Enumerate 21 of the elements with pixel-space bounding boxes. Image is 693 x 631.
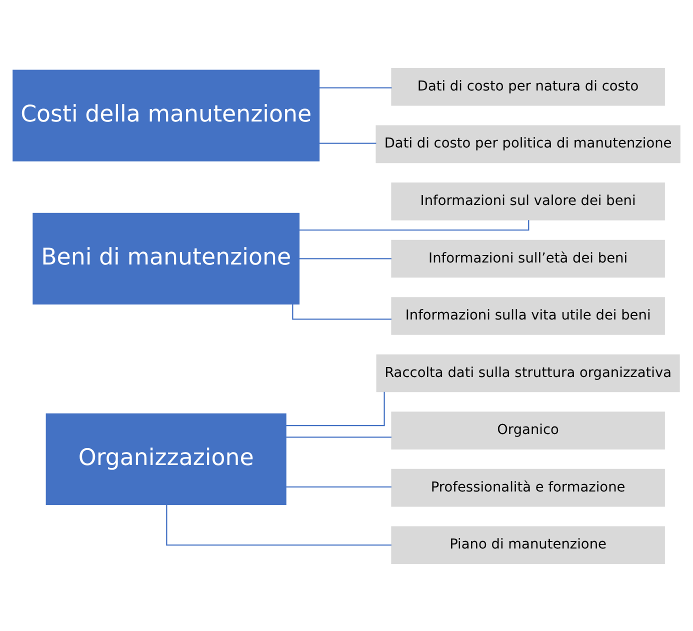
connector <box>319 142 376 144</box>
node-box: Informazioni sull’età dei beni <box>391 239 665 278</box>
connector <box>286 486 392 488</box>
node-box: Dati di costo per politica di manutenzione <box>376 124 680 163</box>
connector <box>319 86 392 88</box>
node-box: Raccolta dati sulla struttura organizzativa <box>376 354 680 392</box>
connector <box>299 258 392 259</box>
node-box: Dati di costo per natura di costo <box>391 68 665 106</box>
connector <box>292 304 392 320</box>
connector <box>299 220 530 230</box>
node-box: Organico <box>391 411 665 449</box>
node-box: Informazioni sul valore dei beni <box>391 182 665 220</box>
node-box: Beni di manutenzione <box>32 212 300 304</box>
node-box: Costi della manutenzione <box>12 69 320 161</box>
node-box: Organizzazione <box>46 412 286 504</box>
connector <box>286 391 385 426</box>
node-box: Informazioni sulla vita utile dei beni <box>391 296 665 334</box>
node-box: Professionalità e formazione <box>391 468 665 506</box>
connector <box>166 504 392 546</box>
connector <box>286 436 392 438</box>
node-box: Piano di manutenzione <box>391 526 665 564</box>
